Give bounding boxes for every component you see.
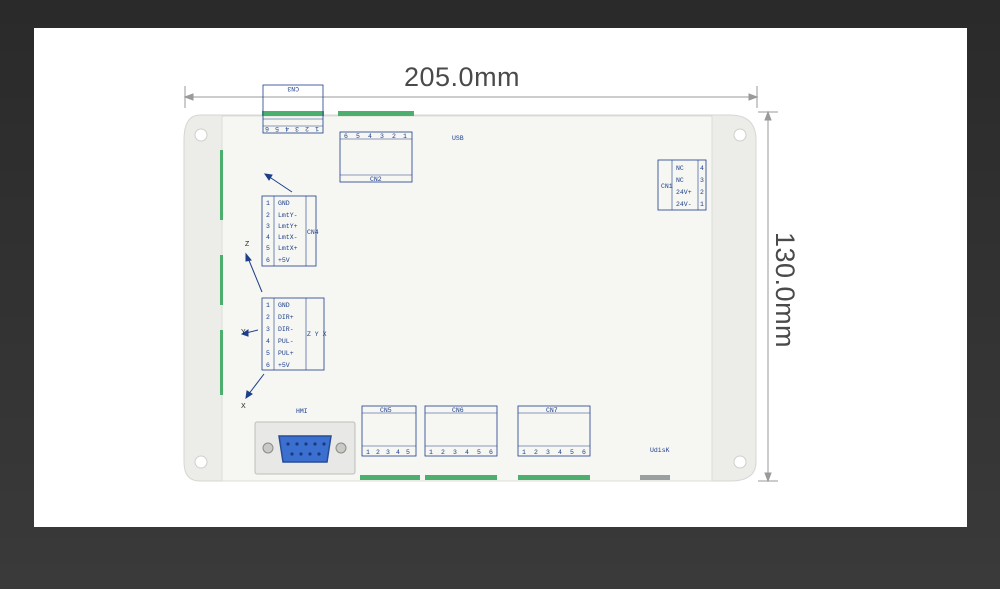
cn6-pin-4: 4 [465, 449, 469, 456]
height-dimension-line [758, 110, 778, 483]
cn1-pin-3: 3 [700, 177, 704, 184]
cn1-pin-2: 2 [700, 189, 704, 196]
axis-x-label: X [241, 403, 246, 410]
cn4-title: CN4 [307, 229, 319, 236]
connector-cn6: CN6 1 2 3 4 5 6 [424, 405, 498, 457]
motor-signal-4: PUL- [278, 338, 294, 345]
motor-pin-6: 6 [266, 362, 270, 369]
cn3-title: CN3 [287, 85, 299, 92]
cn2-pin-4: 4 [368, 133, 372, 140]
cn1-signal-1: 24V- [676, 201, 692, 208]
motor-pin-2: 2 [266, 314, 270, 321]
cn3-pin-2: 2 [305, 125, 309, 132]
cn2-pin-6: 6 [344, 133, 348, 140]
width-dimension-line [183, 86, 759, 108]
cn2-pin-5: 5 [356, 133, 360, 140]
enclosure [183, 111, 757, 482]
cn6-pin-5: 5 [477, 449, 481, 456]
cn1-signal-3: NC [676, 177, 684, 184]
cn4-pin-6: 6 [266, 257, 270, 264]
connector-cn1: 4 3 2 1 NC NC 24V+ 24V- CN1 [657, 159, 707, 211]
cn3-pin-3: 3 [295, 125, 299, 132]
cn5-pin-5: 5 [406, 449, 410, 456]
cn4-signal-6: +5V [278, 257, 290, 264]
cn3-pin-4: 4 [285, 125, 289, 132]
motor-pin-3: 3 [266, 326, 270, 333]
cn3-pin-1: 1 [315, 125, 319, 132]
cn6-pin-6: 6 [489, 449, 493, 456]
axis-z-label: Z [245, 241, 250, 248]
cn4-pin-3: 3 [266, 223, 270, 230]
connector-cn4: 1 2 3 4 5 6 GND LmtY- LmtY+ LmtX- LmtX+ … [261, 195, 319, 267]
cn1-signal-4: NC [676, 165, 684, 172]
cn3-pin-5: 5 [275, 125, 279, 132]
hmi-label: HMI [296, 408, 308, 415]
cn7-pin-4: 4 [558, 449, 562, 456]
cn7-title: CN7 [546, 407, 558, 414]
cn4-signal-1: GND [278, 200, 290, 207]
udisk-label: UdisK [650, 447, 670, 454]
motor-signal-1: GND [278, 302, 290, 309]
cn2-title: CN2 [370, 176, 382, 183]
connector-cn3: 1 2 3 4 5 6 CN3 [262, 84, 324, 134]
cn1-signal-2: 24V+ [676, 189, 692, 196]
cn7-pin-3: 3 [546, 449, 550, 456]
db9-connector [254, 421, 356, 475]
motor-axis-label: Z Y X [307, 331, 327, 338]
connector-cn7: CN7 1 2 3 4 5 6 [517, 405, 591, 457]
cn7-pin-6: 6 [582, 449, 586, 456]
cn7-pin-5: 5 [570, 449, 574, 456]
width-dimension-label: 205.0mm [404, 62, 521, 92]
cn1-title: CN1 [661, 183, 673, 190]
cn4-signal-2: LmtY- [278, 212, 298, 219]
cn5-pin-3: 3 [386, 449, 390, 456]
cn5-pin-2: 2 [376, 449, 380, 456]
motor-signal-2: DIR+ [278, 314, 294, 321]
connector-motor: 1 2 3 4 5 6 GND DIR+ DIR- PUL- PUL+ +5V … [261, 297, 327, 371]
cn5-pin-1: 1 [366, 449, 370, 456]
motor-signal-3: DIR- [278, 326, 294, 333]
cn4-pin-2: 2 [266, 212, 270, 219]
motor-pin-5: 5 [266, 350, 270, 357]
cn4-pin-4: 4 [266, 234, 270, 241]
cn3-pin-6: 6 [265, 125, 269, 132]
cn1-pin-1: 1 [700, 201, 704, 208]
motor-signal-6: +5V [278, 362, 290, 369]
cn1-pin-4: 4 [700, 165, 704, 172]
usb-label: USB [452, 135, 464, 142]
cn6-pin-2: 2 [441, 449, 445, 456]
axis-y-label: Y [241, 329, 246, 336]
cn4-signal-4: LmtX- [278, 234, 298, 241]
motor-pin-1: 1 [266, 302, 270, 309]
cn2-pin-2: 2 [392, 133, 396, 140]
connector-cn5: CN5 1 2 3 4 5 [361, 405, 417, 457]
cn5-title: CN5 [380, 407, 392, 414]
motor-pin-4: 4 [266, 338, 270, 345]
cn2-pin-3: 3 [380, 133, 384, 140]
axis-arrows [240, 173, 293, 400]
cn2-pin-1: 1 [403, 133, 407, 140]
cn6-pin-3: 3 [453, 449, 457, 456]
cn6-title: CN6 [452, 407, 464, 414]
cn4-signal-5: LmtX+ [278, 245, 298, 252]
motor-signal-5: PUL+ [278, 350, 294, 357]
cn7-pin-2: 2 [534, 449, 538, 456]
connector-cn2: 6 5 4 3 2 1 CN2 [339, 131, 413, 183]
cn4-signal-3: LmtY+ [278, 223, 298, 230]
cn4-pin-5: 5 [266, 245, 270, 252]
cn4-pin-1: 1 [266, 200, 270, 207]
cn7-pin-1: 1 [522, 449, 526, 456]
cn6-pin-1: 1 [429, 449, 433, 456]
cn5-pin-4: 4 [396, 449, 400, 456]
